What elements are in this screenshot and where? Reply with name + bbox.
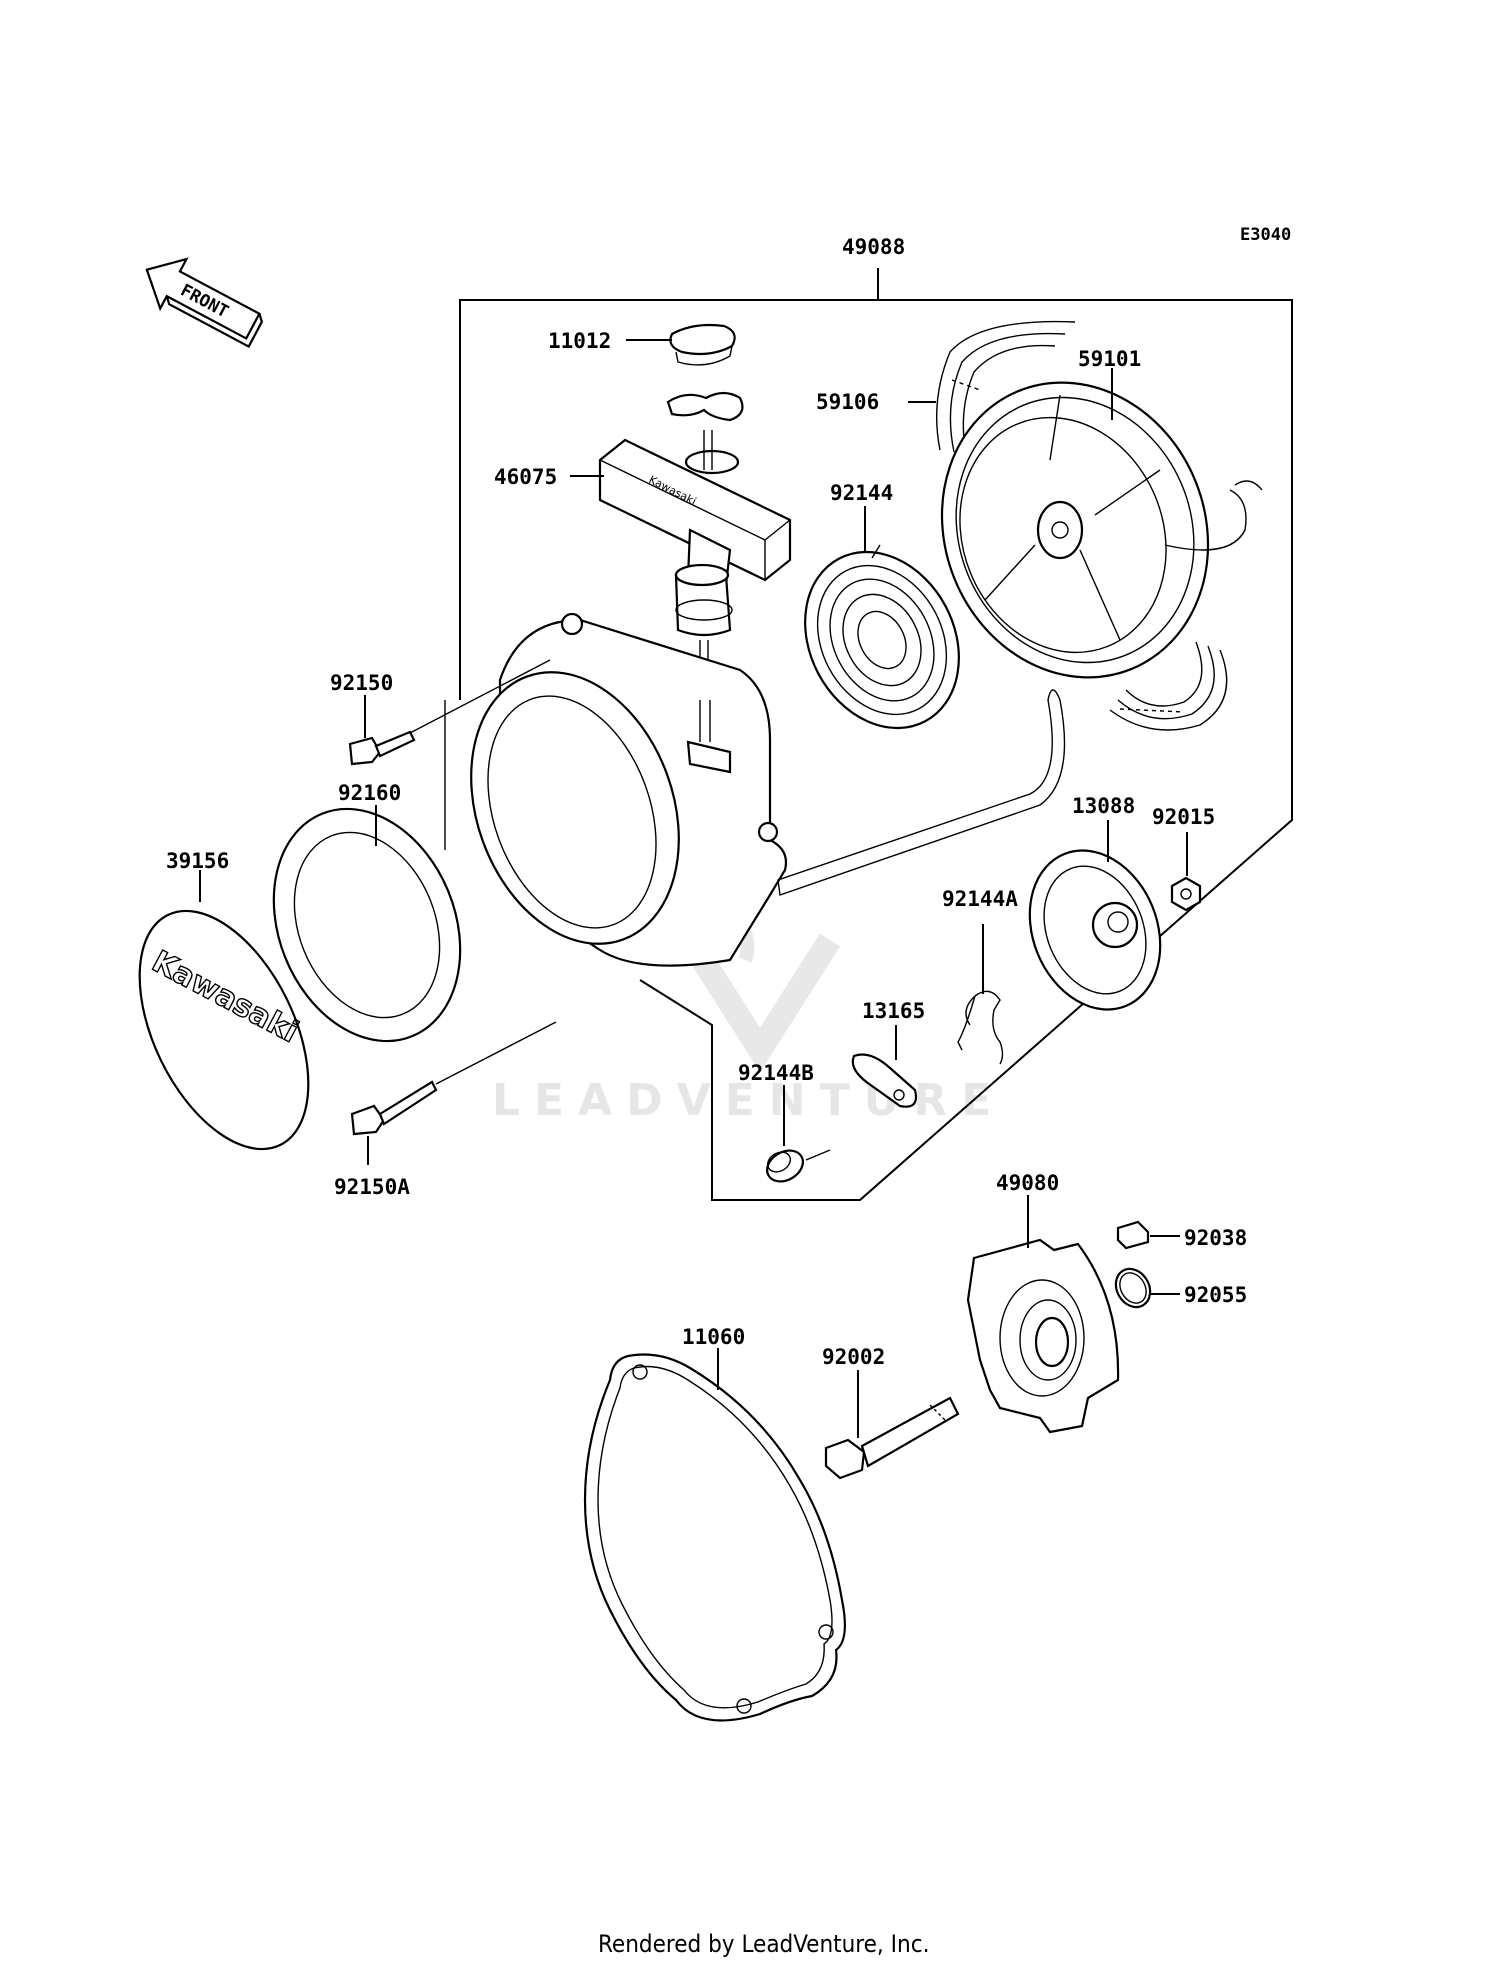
part-92150-bolt <box>348 659 551 766</box>
part-59106-rope <box>935 320 1228 731</box>
label-92055: 92055 <box>1184 1283 1247 1307</box>
label-46075: 46075 <box>494 465 557 489</box>
part-49080-cup <box>966 1238 1120 1434</box>
part-92055-oring <box>1114 1267 1152 1309</box>
label-92144A: 92144A <box>942 887 1018 911</box>
label-92160: 92160 <box>338 781 401 805</box>
part-13165-pawl <box>851 1053 918 1108</box>
label-13088: 13088 <box>1072 794 1135 818</box>
label-92144B: 92144B <box>738 1061 814 1085</box>
front-arrow-icon: FRONT <box>145 257 264 349</box>
diagram-code: E3040 <box>1240 225 1291 245</box>
label-59106: 59106 <box>816 390 879 414</box>
label-49080: 49080 <box>996 1171 1059 1195</box>
part-92002-bolt <box>824 1396 960 1480</box>
label-11060: 11060 <box>682 1325 745 1349</box>
label-92015: 92015 <box>1152 805 1215 829</box>
label-92150A: 92150A <box>334 1175 410 1199</box>
assembly-bracket-49088 <box>444 268 1293 1201</box>
label-59101: 59101 <box>1078 347 1141 371</box>
label-11012: 11012 <box>548 329 611 353</box>
label-92038: 92038 <box>1184 1226 1247 1250</box>
part-11012-cap <box>669 323 736 366</box>
part-59101-reel <box>940 381 1263 679</box>
label-92150: 92150 <box>330 671 393 695</box>
label-92002: 92002 <box>822 1345 885 1369</box>
part-92144-spring <box>804 544 960 730</box>
starter-case <box>470 612 788 967</box>
part-13088-pulley <box>1028 849 1162 1011</box>
part-92160-ring <box>272 807 462 1043</box>
part-92144A-spring <box>957 990 1004 1065</box>
label-13165: 13165 <box>862 999 925 1023</box>
label-92144: 92144 <box>830 481 893 505</box>
footer-credit: Rendered by LeadVenture, Inc. <box>598 1930 929 1958</box>
part-92144B-spring <box>766 1149 831 1183</box>
part-11060-gasket <box>583 1353 847 1722</box>
part-92038-key <box>1116 1220 1150 1250</box>
label-49088: 49088 <box>842 235 905 259</box>
part-92015-nut <box>1170 876 1202 912</box>
part-92150A-bolt <box>350 1021 557 1136</box>
part-46075-handle: Kawasaki <box>598 391 792 700</box>
label-39156: 39156 <box>166 849 229 873</box>
